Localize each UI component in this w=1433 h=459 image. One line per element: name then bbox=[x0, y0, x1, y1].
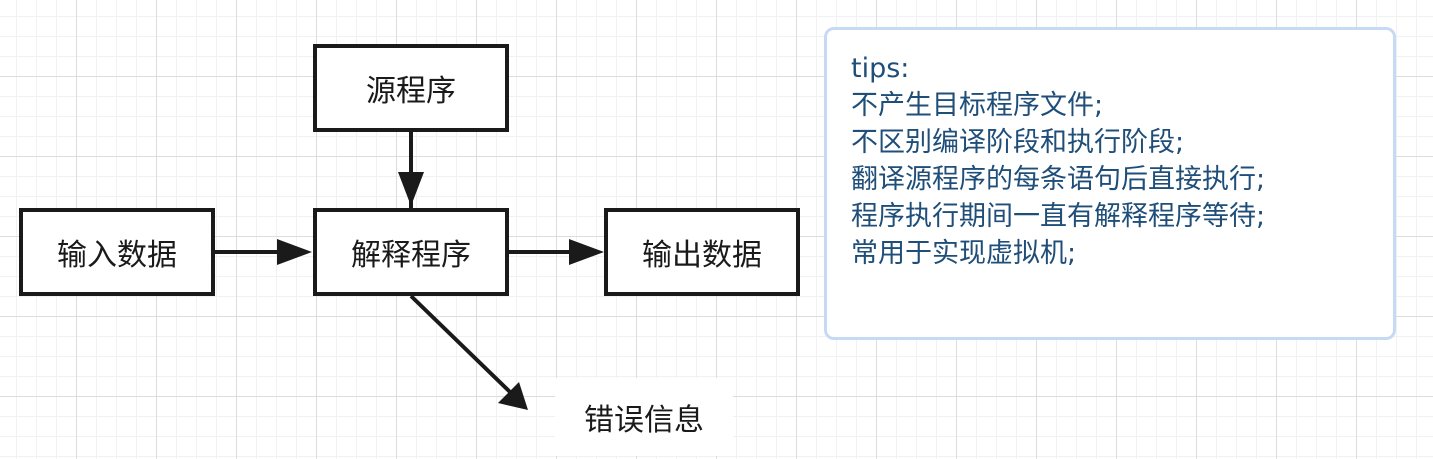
tip-line-4: 程序执行期间一直有解释程序等待; bbox=[851, 201, 1266, 232]
arrowhead-interpreter-to-output bbox=[569, 239, 604, 265]
node-interpreter: 解释程序 bbox=[313, 208, 509, 296]
tips-heading: tips: bbox=[851, 53, 910, 84]
node-source-program: 源程序 bbox=[313, 44, 509, 132]
node-input-data: 输入数据 bbox=[19, 208, 215, 296]
node-output-data-label: 输出数据 bbox=[642, 238, 762, 273]
arrowhead-interpreter-to-error bbox=[498, 382, 528, 410]
node-source-program-label: 源程序 bbox=[366, 74, 456, 109]
tip-line-3: 翻译源程序的每条语句后直接执行; bbox=[851, 164, 1266, 195]
arrowhead-source-to-interpreter bbox=[398, 172, 424, 206]
tip-line-1: 不产生目标程序文件; bbox=[851, 90, 1104, 121]
tips-box: tips: 不产生目标程序文件; 不区别编译阶段和执行阶段; 翻译源程序的每条语… bbox=[824, 27, 1396, 340]
node-output-data: 输出数据 bbox=[604, 208, 800, 296]
node-error-info-label: 错误信息 bbox=[584, 403, 704, 438]
edge-interpreter-to-error bbox=[409, 294, 512, 394]
tip-line-5: 常用于实现虚拟机; bbox=[851, 238, 1077, 269]
node-interpreter-label: 解释程序 bbox=[351, 238, 471, 273]
node-error-info: 错误信息 bbox=[555, 378, 733, 456]
node-input-data-label: 输入数据 bbox=[57, 238, 177, 273]
tip-line-2: 不区别编译阶段和执行阶段; bbox=[851, 127, 1185, 158]
arrowhead-input-to-interpreter bbox=[277, 239, 312, 265]
